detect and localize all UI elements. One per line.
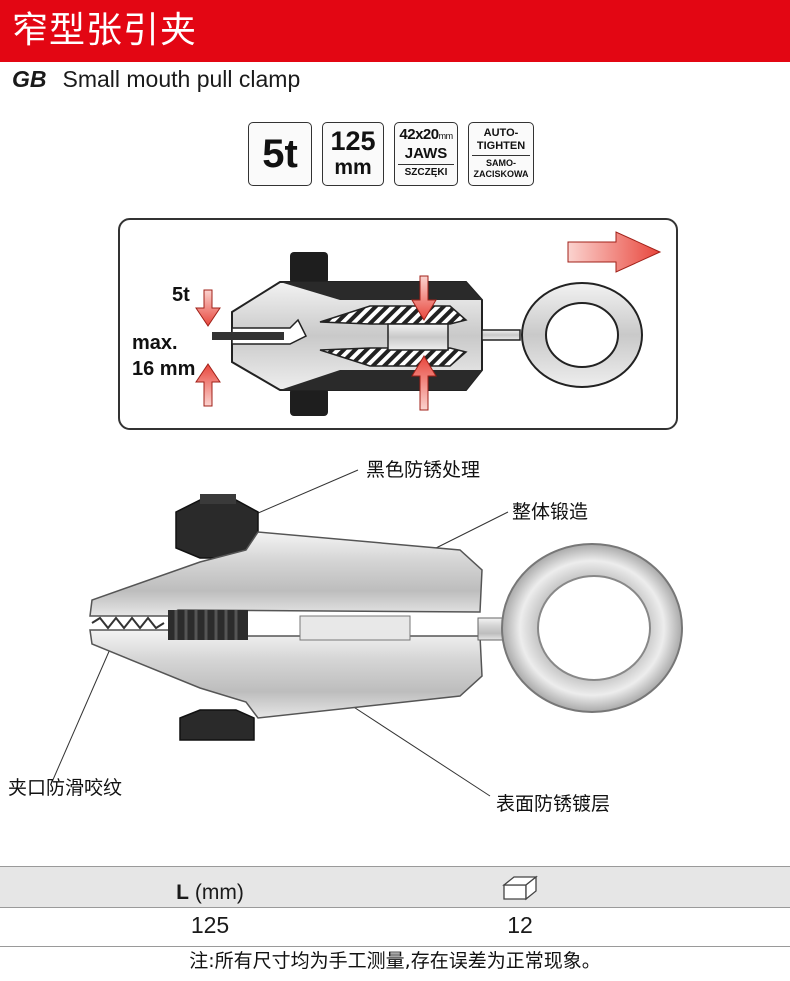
table-row: 125 12	[0, 908, 790, 947]
product-illustration: 黑色防锈处理 整体锻造 夹口防滑咬纹 表面防锈镀层	[0, 440, 790, 860]
force-arrow-down-left	[195, 289, 221, 327]
screw-threads	[174, 610, 238, 640]
jaws-badge: 42x20mm JAWS SZCZĘKI	[394, 122, 458, 186]
bolt-head-top	[290, 252, 328, 284]
cell-qty: 12	[507, 912, 533, 938]
auto-tighten-label: AUTO-TIGHTEN	[469, 127, 533, 153]
pull-eye-opening	[537, 575, 651, 681]
spec-table-header: L (mm)	[0, 866, 790, 908]
force-value: 5t	[262, 132, 298, 176]
length-unit: mm	[334, 156, 372, 179]
page-title: 窄型张引夹	[12, 10, 198, 51]
header-length: L (mm)	[130, 881, 290, 905]
hex-nut-bottom	[179, 709, 255, 741]
bolt-head-bottom	[290, 388, 328, 416]
length-badge: 125 mm	[322, 122, 384, 186]
pull-rod	[481, 329, 521, 341]
product-subtitle: GB Small mouth pull clamp	[12, 64, 300, 94]
jaws-label: JAWS	[404, 145, 448, 162]
clamp-photo	[51, 469, 683, 797]
header-length-unit: (mm)	[194, 881, 244, 904]
cell-length: 125	[190, 912, 230, 938]
auto-line1: AUTO-	[483, 127, 519, 139]
jaws-sub-label: SZCZĘKI	[398, 164, 454, 179]
jaws-size-value: 42x20	[399, 126, 439, 143]
wedge-arrow-up	[411, 355, 437, 411]
pull-piston	[299, 615, 411, 641]
max-label: max.	[132, 332, 178, 354]
wedge-piston	[387, 323, 449, 351]
wedge-arrow-down	[411, 275, 437, 321]
box-icon	[502, 875, 538, 901]
auto-sub-line1: SAMO-	[486, 158, 516, 168]
leader-surface-coating	[345, 701, 491, 797]
bolt-end-top	[200, 494, 236, 504]
callout-black-treatment: 黑色防锈处理	[366, 459, 481, 481]
auto-sub-line2: ZACISKOWA	[473, 169, 529, 179]
jaws-size-unit: mm	[438, 131, 454, 141]
lower-jaw-body	[89, 629, 483, 719]
auto-tighten-sub-label: SAMO-ZACISKOWA	[472, 155, 530, 180]
callout-jaw-teeth: 夹口防滑咬纹	[8, 777, 123, 799]
auto-tighten-badge: AUTO-TIGHTEN SAMO-ZACISKOWA	[468, 122, 534, 186]
upper-jaw-body	[89, 531, 483, 617]
callout-surface-coating: 表面防锈镀层	[496, 793, 611, 815]
leader-jaw-teeth	[51, 639, 115, 783]
product-name: Small mouth pull clamp	[62, 66, 301, 92]
length-value: 125	[330, 126, 376, 156]
sheet-metal	[212, 332, 284, 340]
thickness-label: 16 mm	[132, 358, 196, 380]
force-badge: 5t	[248, 122, 312, 186]
callout-forged: 整体锻造	[512, 501, 589, 523]
body-top-shade	[280, 282, 482, 300]
header-length-symbol: L	[176, 881, 189, 904]
cross-section-drawing	[195, 231, 662, 416]
footnote: 注:所有尺寸均为手工测量,存在误差为正常现象。	[189, 950, 601, 972]
jaw-teeth	[91, 616, 165, 630]
lower-jaw-hatch	[319, 347, 468, 367]
auto-line2: TIGHTEN	[476, 140, 526, 152]
jaws-size: 42x20mm	[395, 126, 457, 145]
force-arrow-up-left	[195, 363, 221, 407]
pull-direction-arrow	[567, 231, 662, 273]
title-bar: 窄型张引夹	[0, 0, 790, 62]
clamp-cross-section-diagram: 5t max. 16 mm	[118, 218, 678, 430]
force-label: 5t	[172, 284, 190, 306]
pull-eye-hole	[545, 302, 619, 368]
product-code: GB	[12, 66, 47, 92]
